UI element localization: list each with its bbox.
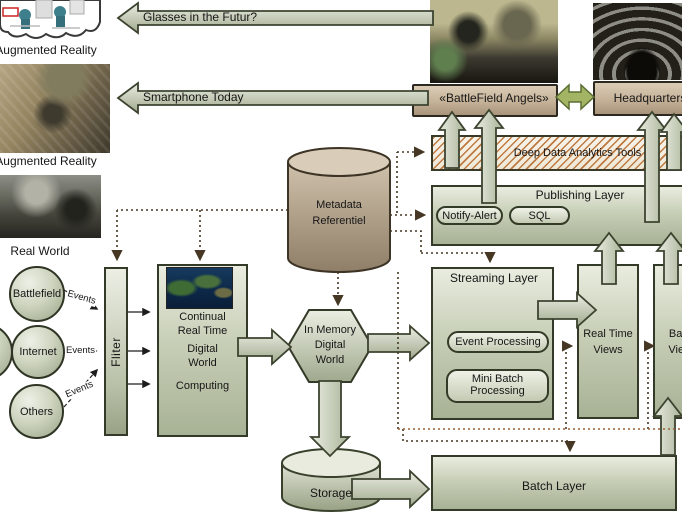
batch-views-label1: Batch — [668, 328, 682, 340]
mini-batch-processing-pill: Mini Batch Processing — [446, 369, 549, 403]
real-time-views-column — [577, 264, 639, 419]
sql-pill: SQL — [509, 206, 570, 225]
filter-box: Fliter — [104, 267, 128, 436]
publishing-layer-title: Publishing Layer — [535, 188, 625, 202]
batch-views-label2: Views — [668, 344, 682, 356]
in-memory-line2: World — [315, 354, 345, 366]
streaming-layer-title: Streaming Layer — [449, 271, 539, 285]
metadata-line1: Referentiel — [312, 215, 366, 227]
events-label-internet: Events — [65, 345, 97, 356]
headquarters-label: Headquarters — [613, 91, 682, 105]
caption-real-world: Real World — [10, 244, 70, 258]
filter-output-arrows — [128, 307, 151, 389]
arrow-hexagon-to-streaming — [367, 323, 431, 363]
arrow-hexagon-to-storage — [308, 380, 352, 458]
headquarters-tunnel-photo — [593, 3, 682, 80]
caption-augmented-reality-1: Augmented Reality — [0, 43, 97, 57]
mini-batch-line1: Mini Batch — [471, 373, 524, 385]
battlefield-angels-label: «BattleField Angels» — [439, 91, 549, 105]
real-time-views-label2: Views — [593, 344, 623, 356]
real-world-photo — [0, 175, 101, 238]
batch-layer-box — [431, 455, 677, 511]
filter-label: Fliter — [109, 336, 124, 367]
batch-layer-title: Batch Layer — [521, 479, 587, 493]
deep-data-analytics-label: Deep Data Analytics Tools — [513, 147, 642, 159]
storage-label: Storage — [309, 486, 353, 500]
source-others-circle: Others — [9, 384, 64, 439]
real-time-views-label1: Real Time — [583, 328, 633, 340]
in-memory-line0: In Memory — [304, 324, 356, 336]
metadata-line0: Metadata — [316, 199, 362, 211]
battlefield-angels-photo — [430, 0, 558, 83]
double-arrow-battlefield-headquarters — [554, 83, 596, 111]
smartphone-arrow-label: Smartphone Today — [143, 90, 244, 104]
mini-batch-line2: Processing — [470, 385, 525, 397]
augmented-reality-cartoon-image — [0, 0, 102, 40]
source-internet-circle: Internet — [11, 325, 65, 379]
cartoon-sketch — [0, 0, 101, 39]
batch-views-column — [653, 264, 682, 419]
glasses-arrow-label: Glasses in the Futur? — [143, 10, 258, 24]
continual-line1: Real Time — [177, 325, 228, 337]
continual-line2: Digital — [187, 343, 218, 355]
notify-alert-pill: Notify-Alert — [436, 206, 503, 225]
continual-line4: Computing — [175, 380, 230, 392]
continual-line3: World — [188, 357, 217, 369]
continual-line0: Continual — [179, 311, 226, 323]
event-processing-pill: Event Processing — [447, 331, 549, 353]
events-label-battlefield: Events — [65, 288, 98, 307]
in-memory-line1: Digital — [314, 339, 346, 351]
events-label-others: Events — [63, 378, 96, 401]
augmented-reality-soldier-photo — [0, 64, 110, 153]
caption-augmented-reality-2: Augmented Reality — [0, 154, 97, 168]
storage-cylinder — [281, 448, 381, 512]
world-map-thumbnail — [166, 267, 233, 309]
source-battlefield-circle: Battlefield — [9, 266, 65, 322]
